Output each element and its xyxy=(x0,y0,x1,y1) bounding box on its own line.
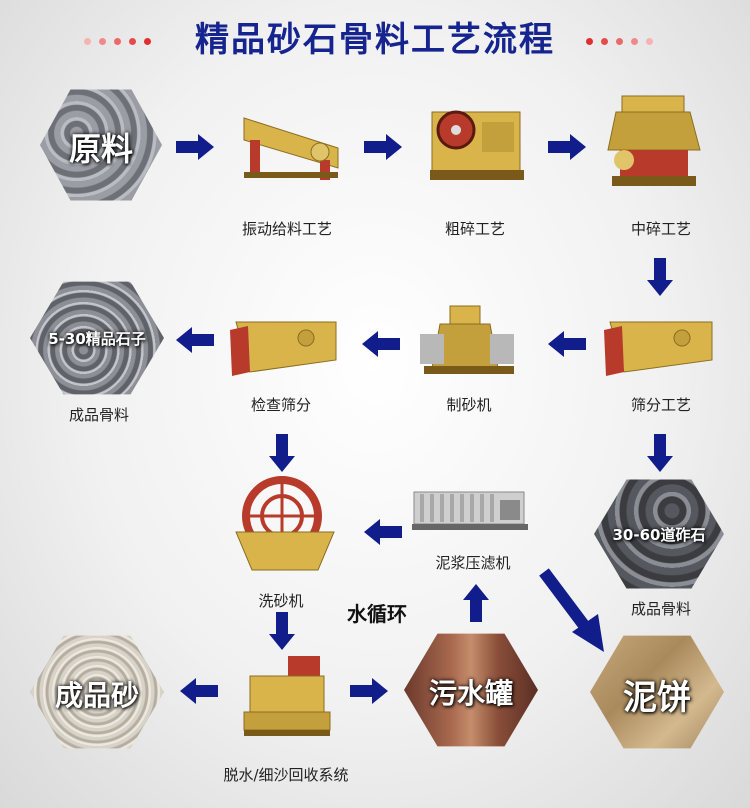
caption-medium: 中碎工艺 xyxy=(630,220,691,238)
sand-washer-machine xyxy=(235,476,335,571)
filter-press-machine xyxy=(412,491,528,530)
arrow-dewater-to-sand xyxy=(180,678,218,704)
caption-sand-washer: 洗砂机 xyxy=(258,592,304,610)
caption-water-cycle: 水循环 xyxy=(347,602,407,626)
caption-aggregate-1: 成品骨料 xyxy=(68,406,129,424)
screening-machine xyxy=(604,321,713,376)
ballast-30-60-node: 30-60道砟石 xyxy=(594,479,724,589)
sewage-tank-label: 污水罐 xyxy=(428,677,513,710)
arrow-dewater-to-tank xyxy=(350,678,388,704)
vibrating-feeder-machine xyxy=(243,117,339,180)
caption-screening: 筛分工艺 xyxy=(630,396,691,414)
caption-dewater: 脱水/细沙回收系统 xyxy=(223,766,349,784)
sand-maker-machine xyxy=(420,305,514,374)
mud-cake-label: 泥饼 xyxy=(623,678,691,718)
dewater-machine xyxy=(243,656,331,736)
arrow-press-to-washer xyxy=(364,519,402,545)
page-title: 精品砂石骨料工艺流程 xyxy=(195,20,555,60)
raw-material-label: 原料 xyxy=(68,130,133,168)
caption-filter-press: 泥浆压滤机 xyxy=(435,554,511,572)
caption-coarse: 粗碎工艺 xyxy=(444,220,505,238)
cone-crusher-machine xyxy=(607,95,701,186)
arrow-tank-to-press xyxy=(463,584,489,622)
finished-sand-label: 成品砂 xyxy=(54,679,139,712)
finished-sand-node: 成品砂 xyxy=(30,635,164,749)
arrow-coarse-to-medium xyxy=(548,134,586,160)
ballast-30-60-label: 30-60道砟石 xyxy=(612,526,706,544)
arrow-raw-to-feeding xyxy=(176,134,214,160)
title-dots-left xyxy=(80,30,155,49)
arrow-screening-to-sandmaker xyxy=(548,331,586,357)
caption-check-screen: 检查筛分 xyxy=(250,396,311,414)
jaw-crusher-machine xyxy=(430,110,524,180)
arrow-screening-to-ballast xyxy=(647,434,673,472)
title-dots-right xyxy=(582,30,657,49)
stone-5-30-label: 5-30精品石子 xyxy=(48,330,146,348)
arrow-check-to-washer xyxy=(269,434,295,472)
caption-sand-maker: 制砂机 xyxy=(446,396,492,414)
caption-aggregate-2: 成品骨料 xyxy=(630,600,691,618)
arrow-medium-to-screening xyxy=(647,258,673,296)
arrow-feeding-to-coarse xyxy=(364,134,402,160)
arrow-check-to-stone xyxy=(176,327,214,353)
arrow-sandmaker-to-check xyxy=(362,331,400,357)
arrow-press-to-cake xyxy=(539,568,604,652)
caption-feeding: 振动给料工艺 xyxy=(241,220,332,238)
check-screen-machine xyxy=(230,321,337,376)
